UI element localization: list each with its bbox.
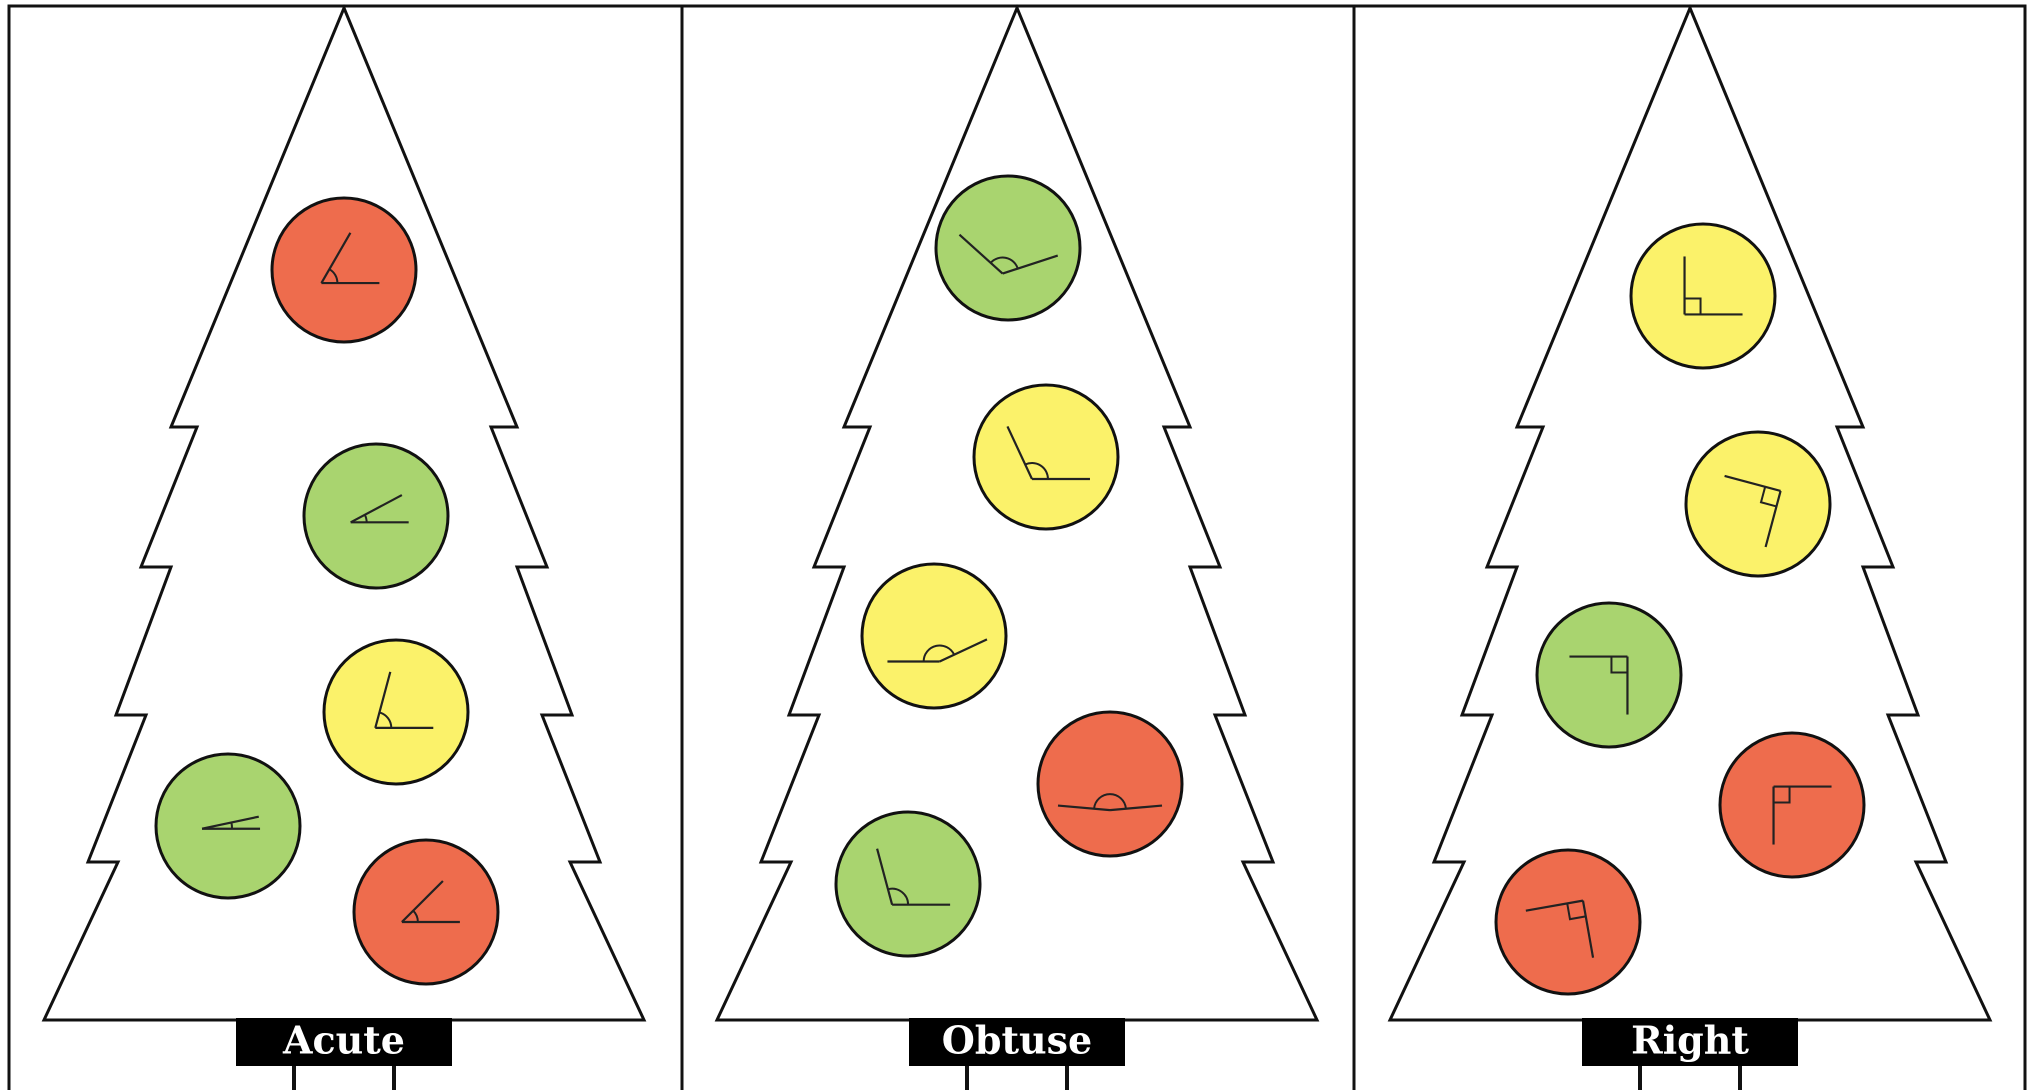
ornament-green-acute <box>154 752 302 900</box>
angle-obtuse-icon <box>876 848 951 906</box>
angle-acute-icon <box>401 880 460 924</box>
ornament-circle <box>1718 731 1866 879</box>
angle-acute-icon <box>350 494 409 524</box>
ornament-red-right <box>1718 731 1866 879</box>
angle-arm <box>939 638 988 663</box>
ornament-circle <box>270 196 418 344</box>
ornament-circle <box>352 838 500 986</box>
ornament-circle <box>1494 848 1642 996</box>
angle-acute-icon <box>374 671 434 729</box>
angle-arc <box>363 514 368 523</box>
angle-arm <box>1057 804 1111 812</box>
angle-arc <box>922 644 956 662</box>
ornament-yellow-obtuse <box>972 383 1120 531</box>
label-text: Obtuse <box>942 1018 1092 1063</box>
right-angle-marker <box>1566 903 1586 921</box>
ornament-red-acute <box>270 196 418 344</box>
angle-obtuse-icon <box>1057 793 1163 812</box>
ornament-green-obtuse <box>934 174 1082 322</box>
angle-arm <box>320 232 352 284</box>
angle-arm <box>1109 804 1163 812</box>
angle-arc <box>1024 462 1049 480</box>
ornament-green-obtuse <box>834 810 982 958</box>
ornament-circle <box>302 442 450 590</box>
angle-arm <box>350 494 403 524</box>
ornament-red-obtuse <box>1036 710 1184 858</box>
angle-acute-icon <box>201 815 261 830</box>
angle-arm <box>1525 899 1584 912</box>
angle-arm <box>374 671 392 729</box>
ornament-yellow-right <box>1684 430 1832 578</box>
ornament-circle <box>154 752 302 900</box>
angle-arm <box>958 233 1004 275</box>
ornament-circle <box>972 383 1120 531</box>
right-angle-marker <box>1610 656 1628 674</box>
right-angle-marker <box>1684 297 1702 315</box>
angle-obtuse-icon <box>958 233 1059 275</box>
angle-right-icon <box>1683 256 1743 316</box>
angle-arm <box>1581 900 1595 958</box>
ornament-circle <box>934 174 1082 322</box>
ornament-circle <box>860 562 1008 710</box>
right-angle-marker <box>1759 486 1777 508</box>
ornament-yellow-obtuse <box>860 562 1008 710</box>
ornament-circle <box>1629 222 1777 370</box>
angle-arm <box>1724 474 1781 493</box>
angle-arc <box>412 909 419 923</box>
ornament-green-acute <box>302 442 450 590</box>
ornament-yellow-acute <box>322 638 470 786</box>
ornament-green-right <box>1535 601 1683 749</box>
angle-arm <box>1006 425 1033 480</box>
angle-right-icon <box>1525 899 1595 958</box>
angle-right-icon <box>1569 655 1629 715</box>
ornament-circle <box>1535 601 1683 749</box>
ornament-circle <box>1684 430 1832 578</box>
label-background <box>1582 1018 1798 1066</box>
label-obtuse: Obtuse <box>909 1018 1125 1066</box>
angle-arm <box>1764 490 1782 548</box>
angle-arm <box>876 848 894 905</box>
ornament-yellow-right <box>1629 222 1777 370</box>
label-background <box>909 1018 1125 1066</box>
label-acute: Acute <box>236 1018 452 1066</box>
panel-right <box>1387 4 1993 1090</box>
angle-arc <box>1093 793 1127 809</box>
angle-arm <box>401 880 444 923</box>
angle-arm <box>887 660 940 663</box>
angle-arc <box>230 822 234 829</box>
label-right: Right <box>1582 1018 1798 1066</box>
ornament-circle <box>1036 710 1184 858</box>
angle-acute-icon <box>320 232 380 285</box>
angle-arc <box>989 256 1019 269</box>
angle-arc <box>379 711 393 728</box>
panel-obtuse <box>714 4 1320 1090</box>
angle-obtuse-icon <box>1006 425 1090 481</box>
angle-right-icon <box>1724 474 1782 548</box>
angle-arc <box>328 268 339 284</box>
angle-obtuse-icon <box>887 638 988 663</box>
panel-acute <box>41 4 647 1090</box>
ornament-red-acute <box>352 838 500 986</box>
angle-right-icon <box>1772 785 1832 845</box>
ornament-red-right <box>1494 848 1642 996</box>
right-angle-marker <box>1773 786 1791 804</box>
ornament-circle <box>322 638 470 786</box>
label-background <box>236 1018 452 1066</box>
angle-arm <box>1002 254 1059 275</box>
label-text: Right <box>1631 1018 1749 1063</box>
angle-arc <box>887 887 910 905</box>
label-text: Acute <box>282 1018 405 1063</box>
ornament-circle <box>834 810 982 958</box>
